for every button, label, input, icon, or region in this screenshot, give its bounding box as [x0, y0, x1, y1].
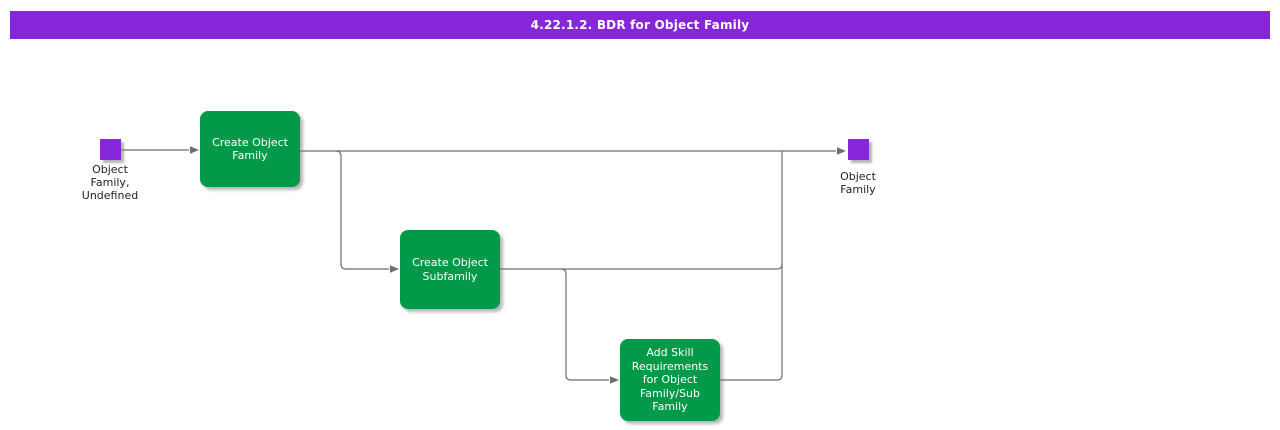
end-node-label: Object Family [840, 170, 876, 196]
arrowhead-into-end-node [837, 147, 846, 155]
edge-subfamily-to-merge [500, 263, 783, 270]
end-node-square [848, 139, 869, 160]
activity-create-object-subfamily-label: Create Object Subfamily [412, 256, 488, 283]
page-title: 4.22.1.2. BDR for Object Family [530, 18, 750, 32]
start-node-square [100, 139, 121, 160]
title-bar: 4.22.1.2. BDR for Object Family [10, 11, 1270, 39]
arrowhead-into-create-family [190, 146, 199, 154]
activity-create-object-family: Create Object Family [200, 111, 300, 187]
activity-add-skill-requirements-label: Add Skill Requirements for Object Family… [631, 346, 709, 414]
arrowhead-into-create-subfamily [390, 265, 399, 273]
start-node-label: Object Family, Undefined [81, 163, 139, 202]
activity-create-object-subfamily: Create Object Subfamily [400, 230, 500, 309]
activity-add-skill-requirements: Add Skill Requirements for Object Family… [620, 339, 720, 421]
edge-branch-to-create-subfamily [335, 150, 389, 270]
edge-add-skill-to-merge [720, 151, 783, 381]
activity-create-object-family-label: Create Object Family [212, 135, 288, 163]
edge-branch-to-add-skill [560, 268, 609, 381]
arrowhead-into-add-skill [610, 376, 619, 384]
